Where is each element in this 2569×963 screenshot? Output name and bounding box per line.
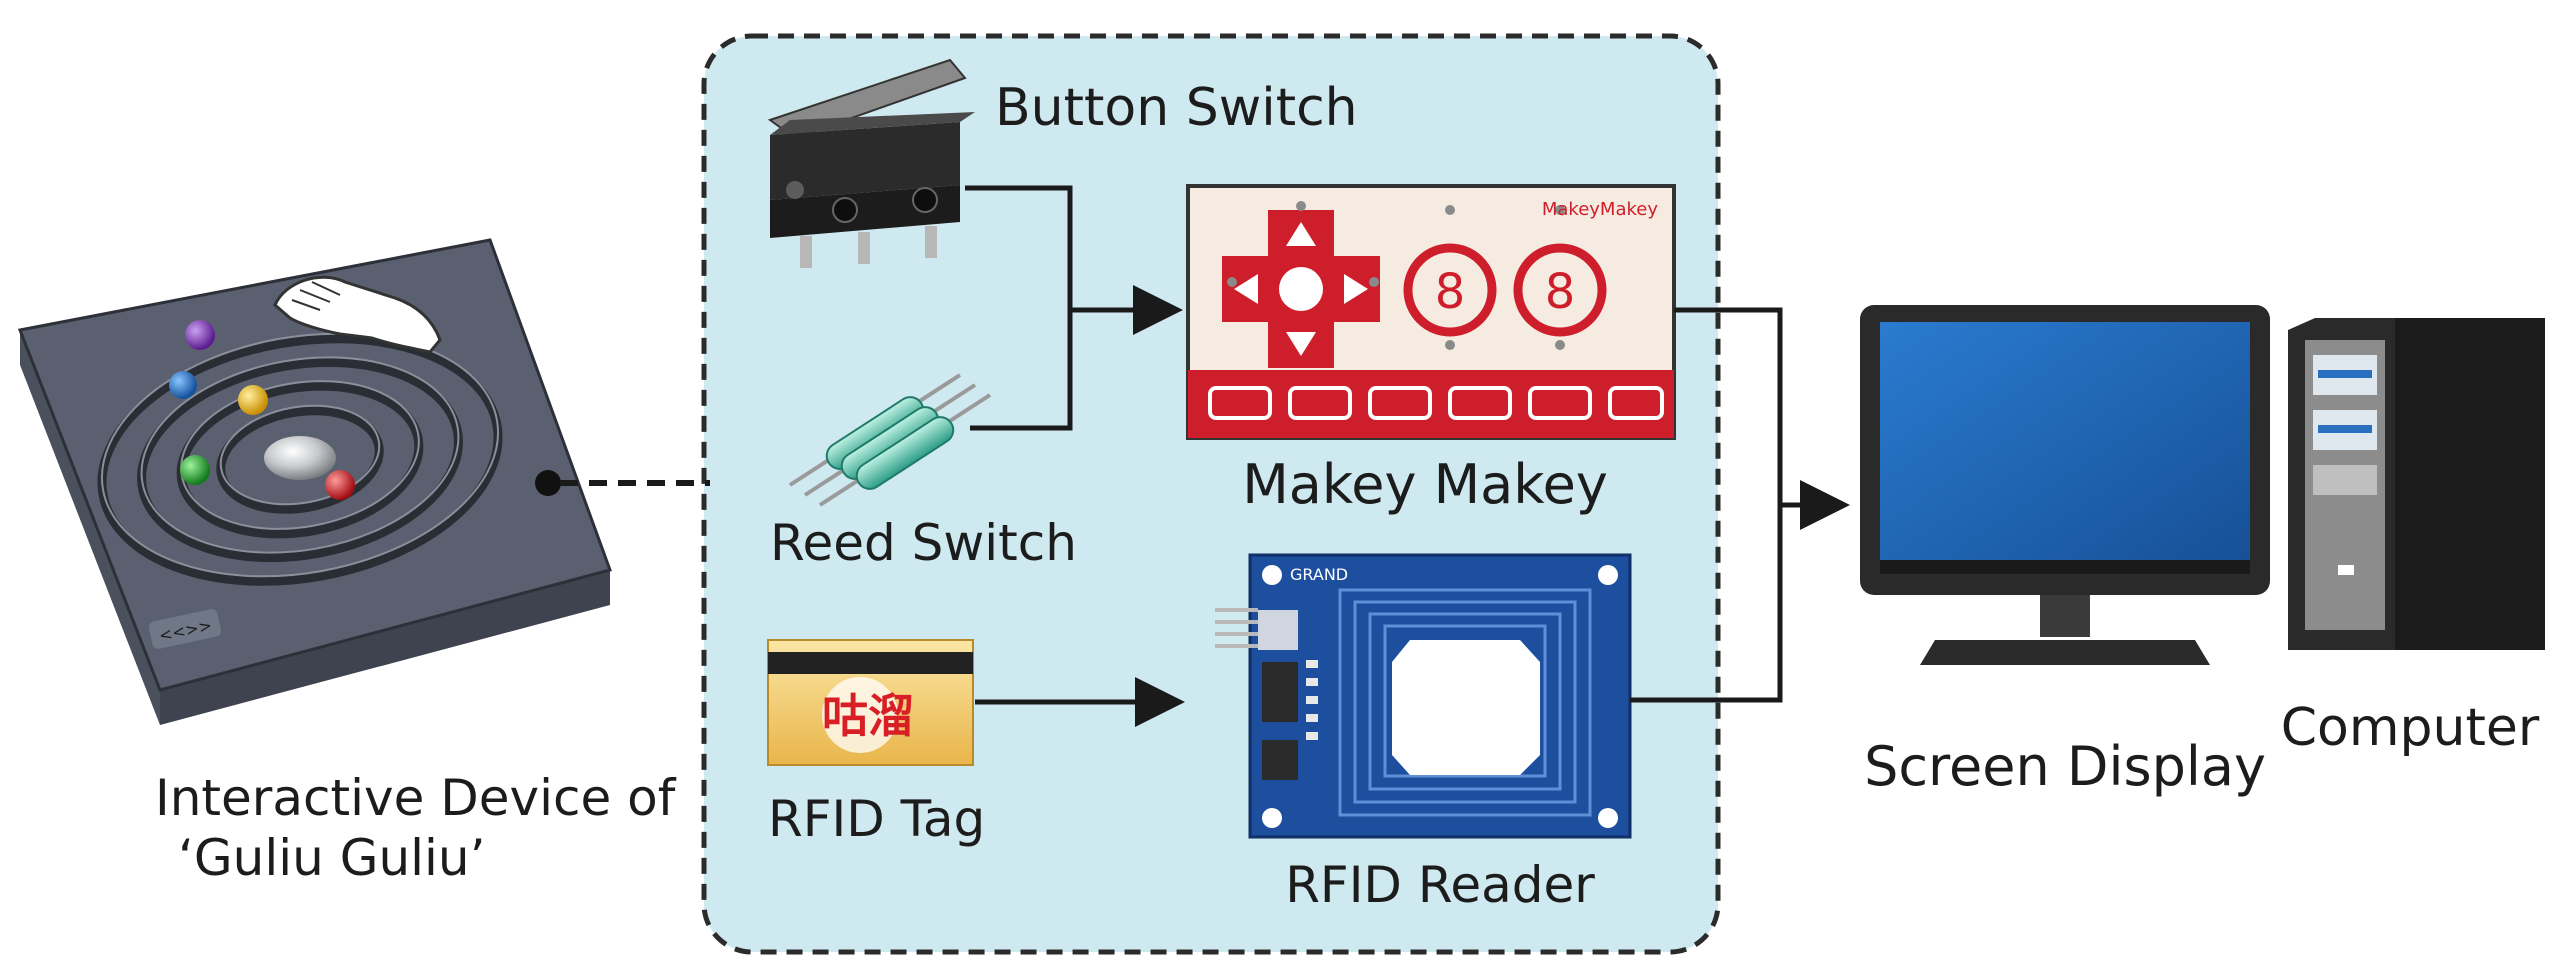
makey-digit-left: 8	[1435, 264, 1466, 320]
rfid-reader-brand: GRAND	[1290, 565, 1348, 584]
makey-makey-board: 8 8 MakeyMakey	[1186, 184, 1676, 440]
computer-label: Computer	[2281, 698, 2540, 758]
monitor-icon	[1860, 305, 2270, 665]
button-switch-label: Button Switch	[995, 78, 1358, 138]
rfid-reader-label: RFID Reader	[1285, 856, 1595, 914]
computer-icon	[2288, 318, 2545, 650]
makey-dpad	[1222, 210, 1380, 368]
rfid-tag-label: RFID Tag	[768, 790, 985, 848]
screen-display-label: Screen Display	[1864, 735, 2266, 798]
button-switch-icon	[767, 58, 975, 268]
rfid-tag-icon: 咕溜	[767, 639, 974, 766]
reed-switch-icon	[788, 373, 992, 507]
makey-digit-right: 8	[1545, 264, 1576, 320]
reed-switch-label: Reed Switch	[770, 514, 1077, 572]
connector-lines	[965, 185, 1850, 727]
device-icon: <<>>	[17, 238, 612, 725]
tag-logo: 咕溜	[822, 689, 914, 743]
makey-makey-label: Makey Makey	[1242, 453, 1608, 516]
device-label-line2: ‘Guliu Guliu’	[178, 829, 486, 887]
makey-logo: MakeyMakey	[1542, 199, 1658, 220]
rfid-reader-board: GRAND	[1215, 553, 1632, 839]
marble-balls	[169, 320, 355, 500]
makey-bottom-pads	[1208, 386, 1664, 420]
device-label-line1: Interactive Device of	[155, 769, 677, 827]
hand-icon	[273, 275, 442, 354]
